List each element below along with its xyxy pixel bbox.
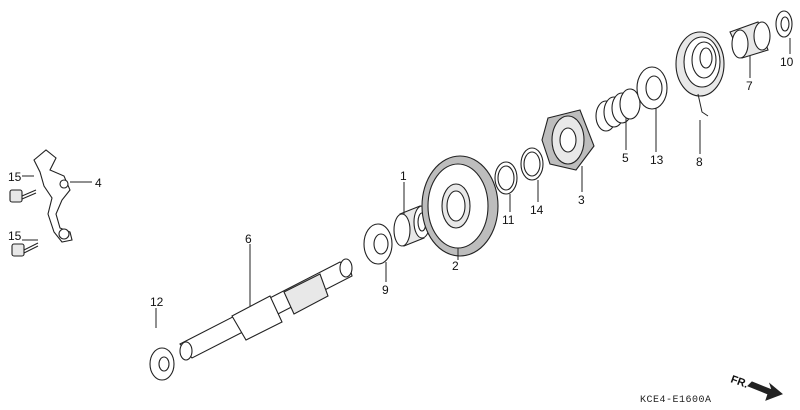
part-labels: 15 4 15 6 12 9 1 2 11 14 3 5 13 8 7 10: [8, 55, 794, 309]
label-part-4: 4: [95, 176, 102, 190]
part-15-bolt-upper: [9, 189, 37, 203]
part-3-ratchet: [541, 109, 595, 171]
label-part-12: 12: [150, 295, 164, 309]
label-part-9: 9: [382, 283, 389, 297]
part-4-bracket: [33, 149, 73, 243]
label-part-14: 14: [530, 203, 544, 217]
label-part-2: 2: [452, 259, 459, 273]
front-direction-label: FR.: [729, 374, 750, 391]
label-part-6: 6: [245, 232, 252, 246]
label-part-11: 11: [502, 213, 515, 227]
part-5-spring: [595, 88, 641, 132]
label-part-15-upper: 15: [8, 170, 22, 184]
front-direction-indicator: FR.: [729, 374, 783, 401]
part-9-washer: [363, 223, 393, 265]
label-part-3: 3: [578, 193, 585, 207]
label-part-7: 7: [746, 79, 753, 93]
diagram-code: KCE4-E1600A: [640, 395, 712, 406]
part-6-shaft: [179, 258, 353, 361]
part-10-washer: [775, 10, 793, 38]
part-14-circlip: [520, 147, 544, 181]
label-part-8: 8: [696, 155, 703, 169]
part-2-gear: [421, 155, 499, 257]
part-15-bolt-lower: [11, 242, 39, 257]
part-11-circlip: [494, 161, 518, 195]
part-7-sleeve: [729, 21, 771, 59]
part-13-washer: [636, 66, 668, 110]
label-part-10: 10: [780, 55, 794, 69]
part-12-washer: [149, 347, 175, 381]
label-part-13: 13: [650, 153, 664, 167]
leader-lines: [22, 38, 791, 328]
front-direction-arrow: [747, 381, 783, 401]
label-part-5: 5: [622, 151, 629, 165]
part-8-torsion-spring: [675, 31, 725, 117]
label-part-15-lower: 15: [8, 229, 22, 243]
label-part-1: 1: [400, 169, 407, 183]
